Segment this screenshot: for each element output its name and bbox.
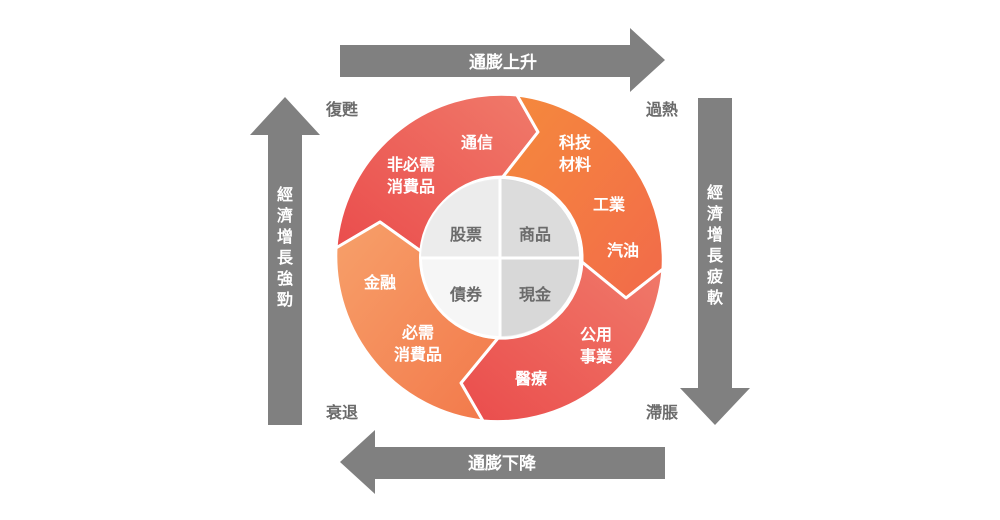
phase-label-recession: 衰退 (325, 403, 358, 422)
asset-commodities: 商品 (519, 225, 551, 244)
arrow-left-label: 經 濟 增 長 強 勁 (277, 185, 294, 309)
sector-tech-2: 材料 (559, 155, 591, 174)
svg-text:勁: 勁 (277, 290, 293, 309)
svg-text:經: 經 (707, 183, 723, 202)
svg-text:濟: 濟 (277, 206, 293, 225)
svg-text:濟: 濟 (707, 204, 723, 223)
svg-text:增: 增 (277, 227, 293, 246)
sector-consumer-staples-2: 消費品 (394, 345, 442, 364)
arrow-top-label: 通膨上升 (469, 52, 537, 73)
phase-label-recovery: 復甦 (325, 100, 359, 119)
phase-label-stagflation: 滯脹 (646, 403, 678, 422)
quadrant-stocks-fill (422, 180, 499, 257)
sector-consumer-staples-1: 必需 (401, 323, 434, 342)
asset-cash: 現金 (519, 285, 552, 304)
svg-text:軟: 軟 (707, 288, 724, 307)
sector-communications: 通信 (461, 133, 493, 152)
quadrant-commodities-fill (501, 180, 579, 257)
ring-segment-stagflation (459, 260, 665, 424)
svg-text:疲: 疲 (707, 267, 723, 286)
svg-text:長: 長 (707, 246, 724, 265)
arrow-left (250, 97, 320, 425)
asset-bonds: 債券 (449, 285, 483, 304)
arrow-bottom-label: 通膨下降 (468, 453, 537, 474)
arrow-bottom (340, 430, 665, 494)
sector-tech-1: 科技 (559, 133, 592, 152)
svg-text:增: 增 (707, 225, 723, 244)
sector-utilities-1: 公用 (580, 325, 612, 344)
svg-text:長: 長 (277, 248, 294, 267)
sector-consumer-discretionary-1: 非必需 (387, 155, 435, 174)
quadrant-bonds-fill (422, 259, 499, 336)
sector-oil: 汽油 (607, 241, 639, 260)
sector-industrials: 工業 (593, 195, 626, 214)
arrow-right (680, 98, 750, 425)
arrow-right-label: 經 濟 增 長 疲 軟 (707, 183, 724, 307)
quadrant-cash-fill (501, 259, 579, 336)
sector-financials: 金融 (363, 273, 396, 292)
asset-stocks: 股票 (450, 225, 482, 244)
phase-label-overheat: 過熱 (645, 100, 678, 119)
svg-text:強: 強 (277, 269, 293, 288)
svg-text:經: 經 (277, 185, 293, 204)
sector-healthcare: 醫療 (515, 369, 548, 388)
arrow-top (340, 28, 665, 92)
sector-consumer-discretionary-2: 消費品 (387, 177, 435, 196)
sector-utilities-2: 事業 (580, 347, 613, 366)
